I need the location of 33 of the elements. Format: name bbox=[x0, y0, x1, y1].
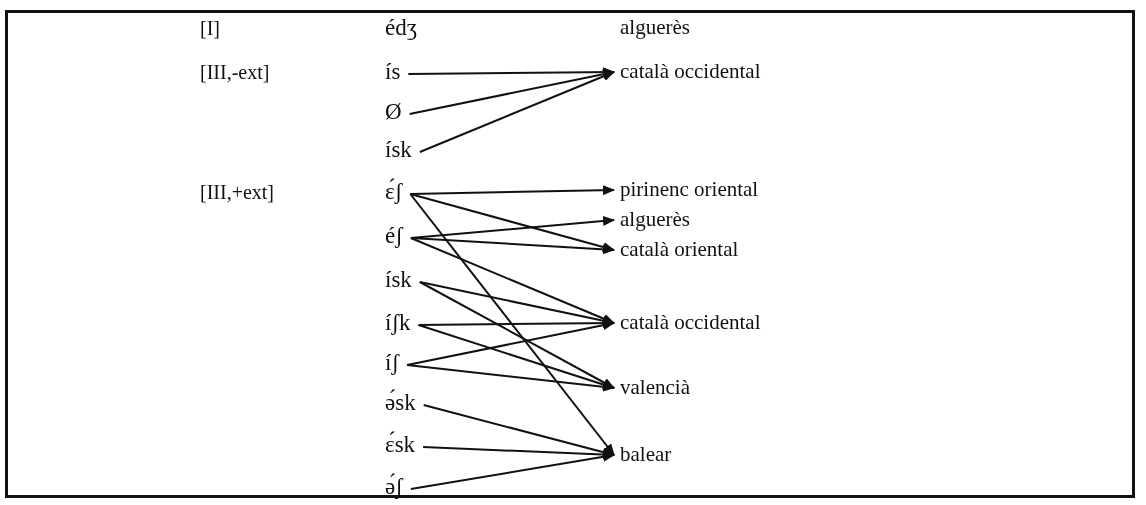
arrow bbox=[409, 451, 615, 490]
suffix-form: édʒ bbox=[383, 15, 419, 41]
dialect-name: català oriental bbox=[618, 238, 741, 262]
suffix-form: ísk bbox=[383, 267, 414, 293]
dialect-name: alguerès bbox=[618, 16, 692, 40]
dialect-name: balear bbox=[618, 443, 674, 467]
suffix-form: Ø bbox=[383, 99, 404, 125]
arrow bbox=[409, 237, 615, 324]
suffix-form: ís bbox=[383, 59, 403, 85]
suffix-form: ə́sk bbox=[383, 390, 418, 416]
conjugation-class-label: [I] bbox=[200, 17, 220, 39]
arrow bbox=[409, 193, 615, 252]
dialect-name: català occidental bbox=[618, 60, 763, 84]
arrow bbox=[406, 320, 615, 366]
conjugation-class-label: [III,-ext] bbox=[200, 61, 270, 83]
suffix-form: ɛ́ʃ bbox=[383, 179, 405, 205]
suffix-form: ɛ́sk bbox=[383, 432, 418, 458]
suffix-form: íʃ bbox=[383, 350, 402, 376]
arrow bbox=[409, 185, 615, 196]
dialect-name: català occidental bbox=[618, 311, 763, 335]
arrow bbox=[409, 237, 615, 255]
arrow bbox=[406, 364, 615, 392]
dialect-name: alguerès bbox=[618, 208, 692, 232]
suffix-form: íʃk bbox=[383, 310, 413, 336]
arrow bbox=[408, 69, 615, 115]
conjugation-class-label: [III,+ext] bbox=[200, 181, 274, 203]
arrow bbox=[417, 324, 615, 390]
dialect-name: pirinenc oriental bbox=[618, 178, 761, 202]
suffix-form: éʃ bbox=[383, 223, 405, 249]
dialect-name: valencià bbox=[618, 376, 692, 400]
arrow bbox=[418, 71, 615, 153]
suffix-form: ísk bbox=[383, 137, 414, 163]
arrow bbox=[409, 193, 615, 456]
